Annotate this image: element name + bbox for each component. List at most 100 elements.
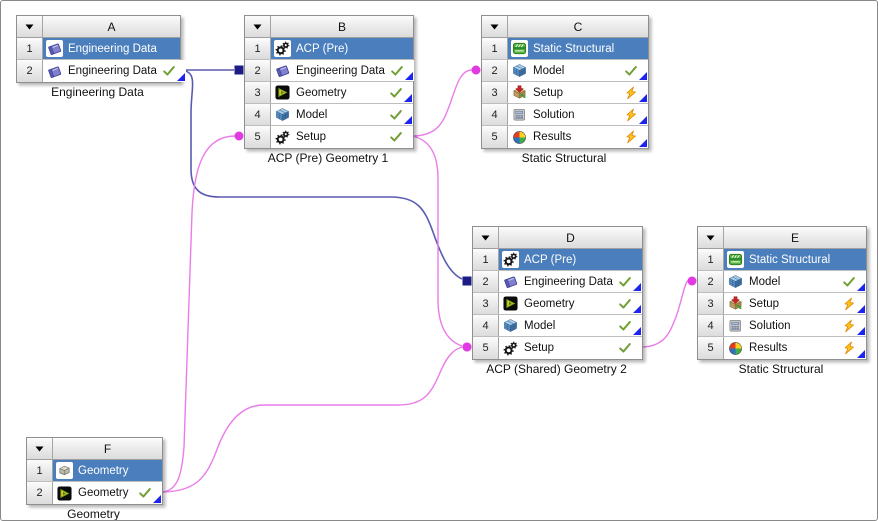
row-number: 3 <box>698 293 724 314</box>
system-D-cell-model[interactable]: Model <box>499 315 642 336</box>
row-number: 2 <box>482 60 508 81</box>
chevron-down-icon <box>490 24 499 30</box>
results-sphere-icon <box>511 128 528 146</box>
chevron-down-icon <box>25 24 34 30</box>
checkmark-status-icon <box>389 107 404 122</box>
checkmark-status-icon <box>624 63 639 78</box>
system-D-cell-engineering-data[interactable]: Engineering Data <box>499 271 642 292</box>
system-A-dropdown-button[interactable] <box>17 16 43 37</box>
cell-label: Engineering Data <box>524 275 613 288</box>
system-C-dropdown-button[interactable] <box>482 16 508 37</box>
system-C-cell-setup[interactable]: Setup <box>508 82 648 103</box>
setup-import-icon <box>727 295 744 312</box>
corner-triangle-icon <box>633 283 641 291</box>
checkmark-status-icon <box>138 486 153 501</box>
system-E-cell-model[interactable]: Model <box>724 271 866 292</box>
row-number: 3 <box>482 82 508 103</box>
corner-triangle-icon <box>639 94 647 102</box>
cell-label: Engineering Data <box>68 42 157 55</box>
system-A-caption: Engineering Data <box>51 85 144 99</box>
system-D-cell-geometry[interactable]: Geometry <box>499 293 642 314</box>
system-A-header[interactable]: A <box>43 16 180 37</box>
checkmark-status-icon <box>618 318 633 333</box>
engineering-data-icon <box>46 40 63 57</box>
system-C-cell-solution[interactable]: Solution <box>508 104 648 125</box>
system-B-header[interactable]: B <box>271 16 413 37</box>
system-B-cell-geometry[interactable]: Geometry <box>271 82 413 103</box>
system-A-cell-engineering-data[interactable]: Engineering Data <box>43 60 186 82</box>
system-B-cell-model[interactable]: Model <box>271 104 413 125</box>
row-number: 4 <box>482 104 508 125</box>
solution-calc-icon <box>727 317 744 334</box>
refresh-required-lightning-icon <box>842 318 857 333</box>
system-E-cell-solution[interactable]: Solution <box>724 315 866 336</box>
row-number: 1 <box>473 249 499 270</box>
system-C-header[interactable]: C <box>508 16 648 37</box>
cell-label: Solution <box>533 108 575 121</box>
system-E-cell-setup[interactable]: Setup <box>724 293 866 314</box>
system-A-cell-engineering-data[interactable]: Engineering Data <box>43 38 180 59</box>
corner-triangle-icon <box>404 116 412 124</box>
cell-label: ACP (Pre) <box>524 253 577 266</box>
engineering-data-icon <box>502 273 519 290</box>
connection-line-B5-C2 <box>411 69 473 137</box>
table-row: 4 Solution <box>482 104 648 126</box>
system-C-cell-static-structural[interactable]: Static Structural <box>508 38 648 59</box>
system-D-cell-setup[interactable]: Setup <box>499 337 642 359</box>
system-C-cell-results[interactable]: Results <box>508 126 648 148</box>
corner-triangle-icon <box>857 305 865 313</box>
system-F-cell-geometry[interactable]: Geometry <box>53 482 162 504</box>
checkmark-status-icon <box>618 274 633 289</box>
system-E-dropdown-button[interactable] <box>698 227 724 248</box>
row-number: 1 <box>698 249 724 270</box>
system-B-cell-setup[interactable]: Setup <box>271 126 413 148</box>
system-F-cell-geometry[interactable]: Geometry <box>53 460 162 481</box>
system-F-dropdown-button[interactable] <box>27 438 53 459</box>
system-C-cell-model[interactable]: Model <box>508 60 648 81</box>
system-D-header[interactable]: D <box>499 227 642 248</box>
cell-label: Model <box>296 108 328 121</box>
system-E-cell-results[interactable]: Results <box>724 337 866 359</box>
system-D-dropdown-button[interactable] <box>473 227 499 248</box>
engineering-data-icon <box>274 62 291 79</box>
system-B-dropdown-button[interactable] <box>245 16 271 37</box>
system-B-cell-engineering-data[interactable]: Engineering Data <box>271 60 414 81</box>
system-D-cell-acp-pre[interactable]: ACP (Pre) <box>499 249 642 270</box>
system-B-cell-acp-pre[interactable]: ACP (Pre) <box>271 38 413 59</box>
system-F-header[interactable]: F <box>53 438 162 459</box>
system-E-header[interactable]: E <box>724 227 866 248</box>
refresh-required-lightning-icon <box>624 85 639 100</box>
cell-label: Results <box>533 131 572 143</box>
row-number: 3 <box>473 293 499 314</box>
row-number: 2 <box>698 271 724 292</box>
row-number: 2 <box>17 60 43 82</box>
row-number: 3 <box>245 82 271 103</box>
row-number: 4 <box>698 315 724 336</box>
circle-terminal-icon <box>471 65 481 75</box>
corner-triangle-icon <box>153 495 161 503</box>
refresh-required-lightning-icon <box>624 130 639 145</box>
system-B-caption: ACP (Pre) Geometry 1 <box>267 151 389 165</box>
model-mesh-icon <box>511 62 528 79</box>
square-terminal-icon <box>462 276 472 286</box>
connection-line-F2-D5 <box>160 346 463 493</box>
cell-label: Solution <box>749 319 791 332</box>
cell-label: Engineering Data <box>296 64 385 77</box>
system-E-cell-static-structural[interactable]: Static Structural <box>724 249 866 270</box>
corner-triangle-icon <box>176 73 185 81</box>
corner-triangle-icon <box>633 327 641 335</box>
corner-triangle-icon <box>857 283 865 291</box>
cell-label: Geometry <box>78 487 129 499</box>
